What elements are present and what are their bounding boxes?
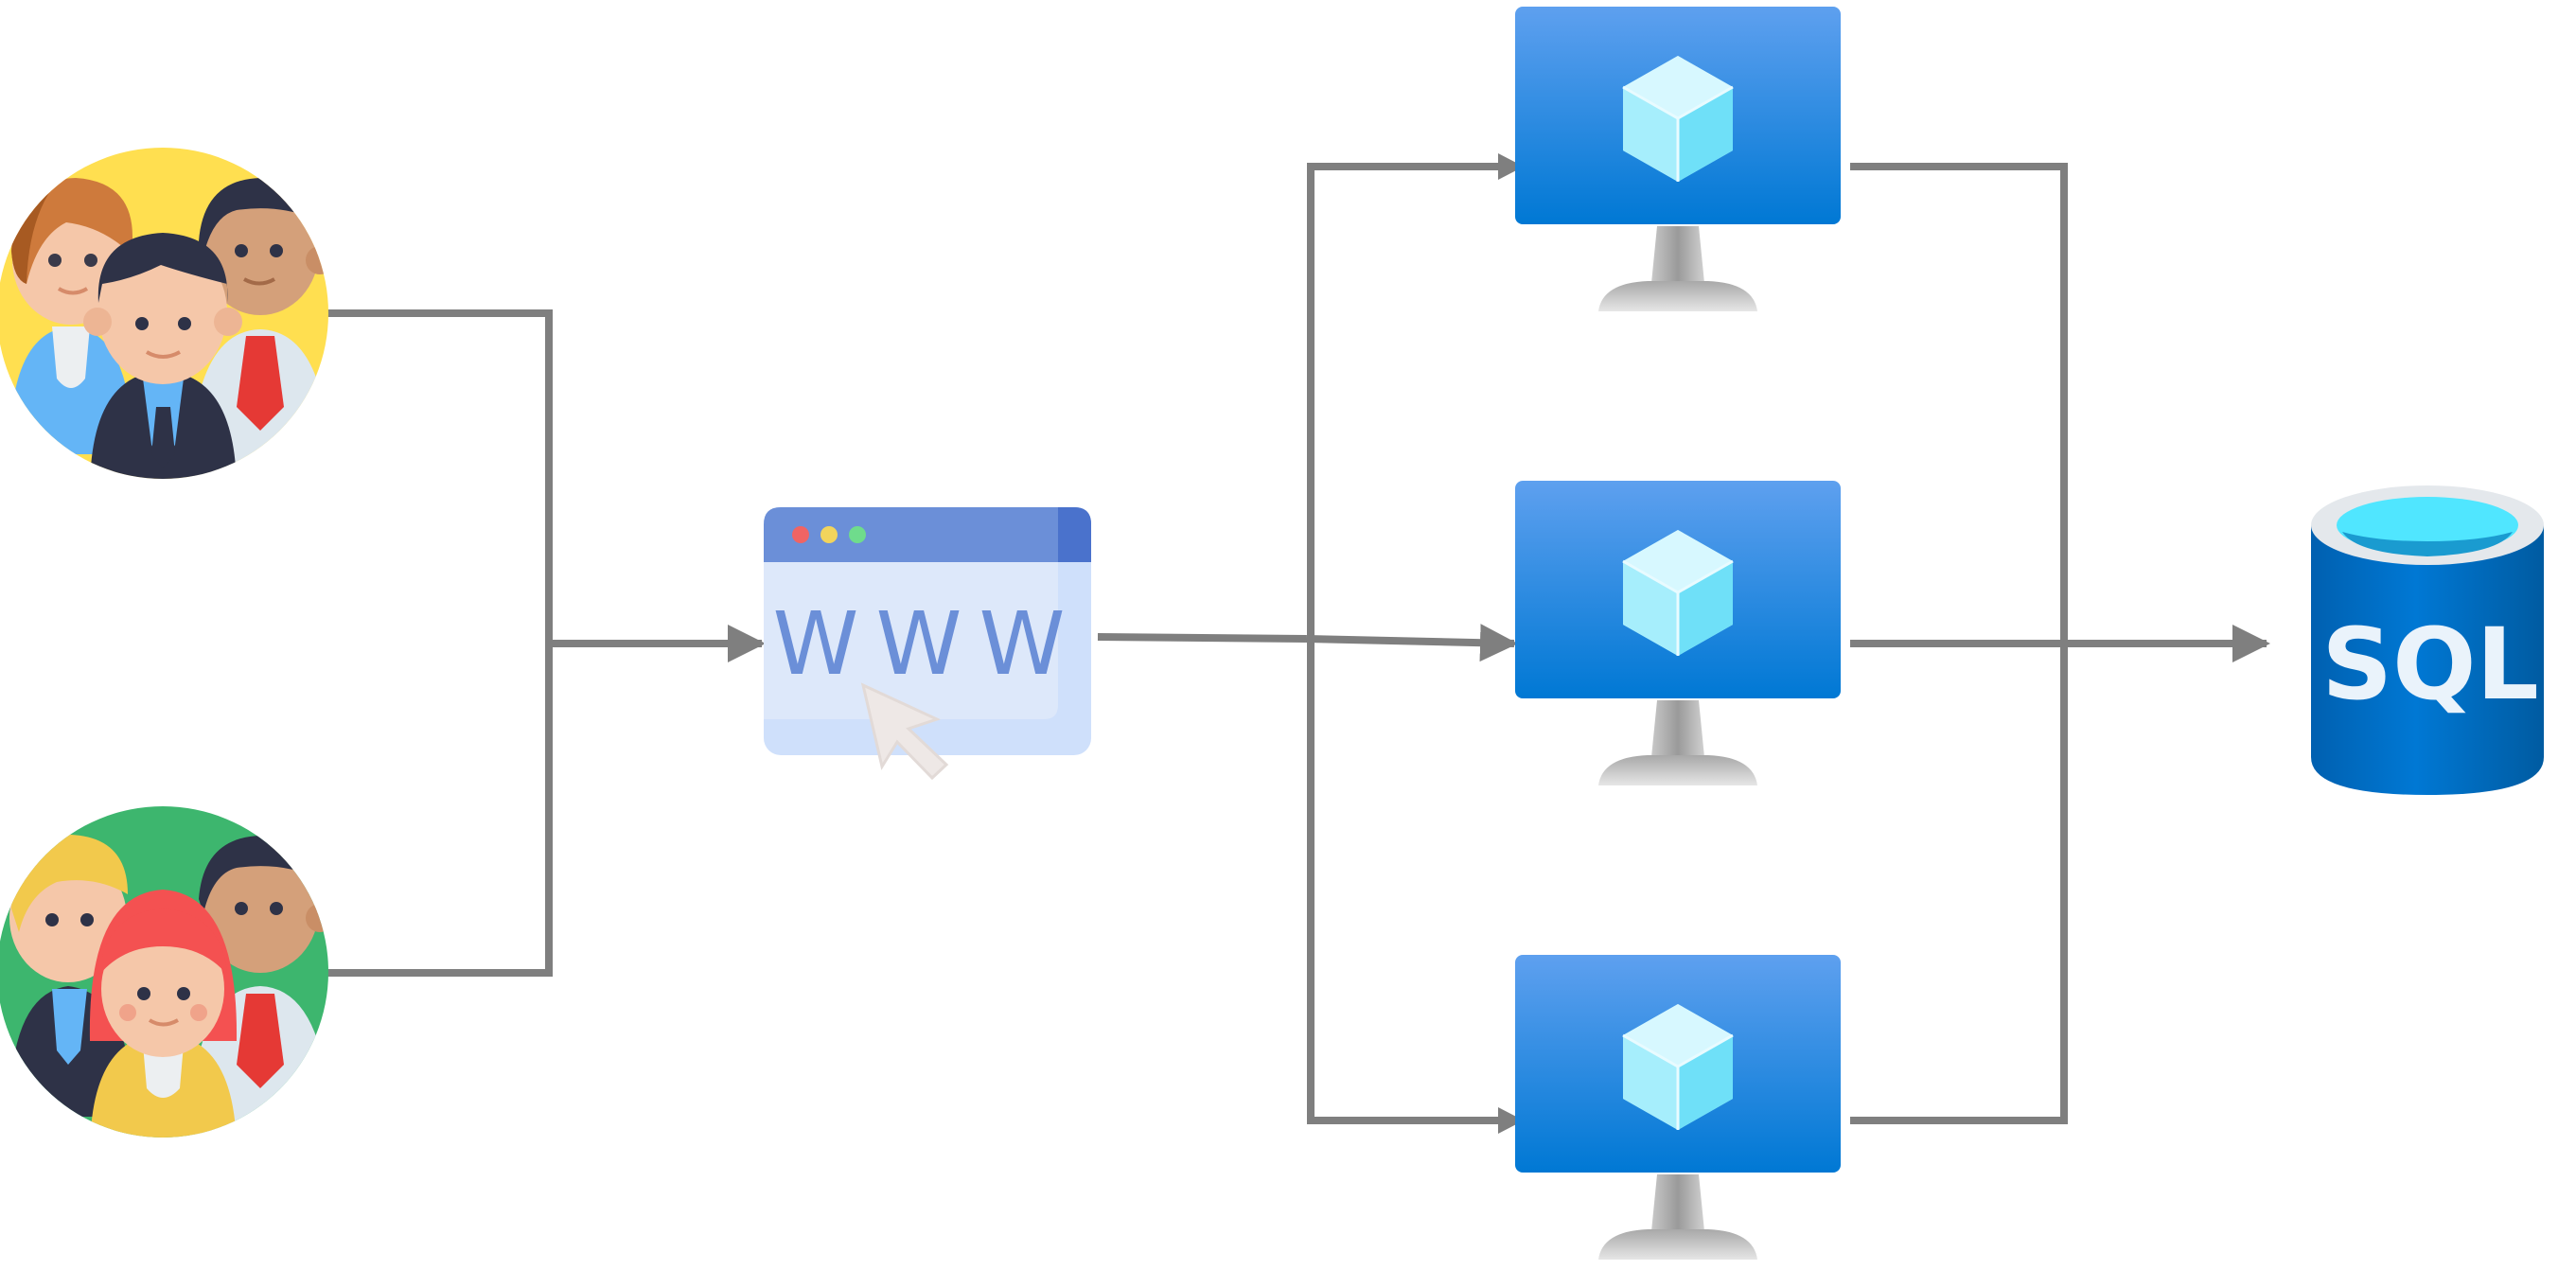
- virtual-machine-icon: [1513, 5, 1843, 313]
- connector-top-group: [326, 309, 553, 977]
- connector-lines: [326, 163, 2270, 1124]
- arrow-to-vm-1: [1498, 153, 1524, 180]
- cursor-arrow-icon: [860, 682, 949, 781]
- sql-database-icon: SQL: [2311, 485, 2544, 795]
- website-label: WWW: [773, 593, 1083, 695]
- connector-to-vm-2: [1305, 624, 1518, 662]
- user-group-icon: [0, 806, 328, 1138]
- database-label: SQL: [2321, 607, 2539, 722]
- arrow-to-vm-3: [1498, 1107, 1524, 1134]
- user-group-icon: [0, 148, 328, 479]
- virtual-machine-icon: [1513, 479, 1843, 787]
- virtual-machine-icon: [1513, 953, 1843, 1261]
- arrowheads: [1498, 153, 1524, 1134]
- connector-website-out: [1097, 633, 1307, 643]
- connector-vm-bus: [1307, 163, 1514, 1124]
- browser-window-icon: WWW: [764, 507, 1091, 781]
